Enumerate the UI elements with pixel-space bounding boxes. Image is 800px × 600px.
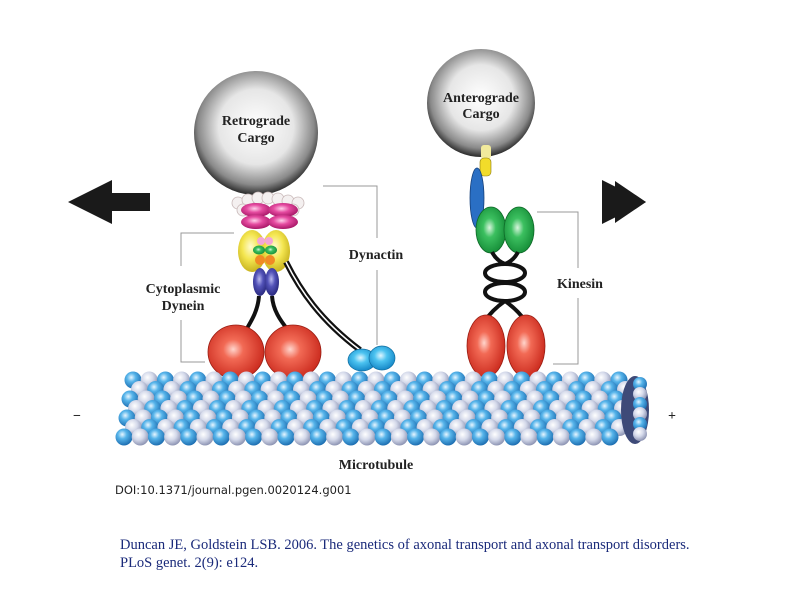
- tubulin-subunit: [633, 397, 647, 411]
- tubulin-subunit: [147, 428, 165, 446]
- tubulin-subunit: [374, 428, 392, 446]
- tubulin-subunit: [358, 428, 376, 446]
- tubulin-subunit: [212, 428, 230, 446]
- tubulin-subunit: [504, 428, 522, 446]
- tubulin-subunit: [633, 387, 647, 401]
- tubulin-subunit: [471, 428, 489, 446]
- kinesin-coiled-coil: [482, 251, 528, 324]
- microtubule: [115, 371, 649, 446]
- tubulin-subunit: [326, 428, 344, 446]
- right-arrow-icon: [602, 180, 646, 224]
- tubulin-subunit: [342, 428, 360, 446]
- tubulin-subunit: [520, 428, 538, 446]
- tubulin-subunit: [633, 407, 647, 421]
- tubulin-subunit: [309, 428, 327, 446]
- tubulin-subunit: [536, 428, 554, 446]
- doi-text: DOI:10.1371/journal.pgen.0020124.g001: [115, 483, 352, 497]
- tubulin-subunit: [196, 428, 214, 446]
- tubulin-subunit: [633, 417, 647, 431]
- tubulin-subunit: [552, 428, 570, 446]
- tubulin-subunit: [293, 428, 311, 446]
- dynactin-foot: [347, 345, 396, 372]
- kinesin-neck-domains: [475, 206, 535, 254]
- tubulin-subunit: [488, 428, 506, 446]
- tubulin-subunit: [633, 377, 647, 391]
- tubulin-subunit: [569, 428, 587, 446]
- minus-end-label: −: [73, 409, 81, 424]
- tubulin-subunit: [180, 428, 198, 446]
- tubulin-subunit: [164, 428, 182, 446]
- dynactin-label: Dynactin: [349, 248, 404, 263]
- dynactin-pink-subunits: [241, 203, 298, 229]
- tubulin-subunit: [601, 428, 619, 446]
- dynein-intermediate-chains: [238, 230, 290, 272]
- retrograde-cargo-label-1: Retrograde: [222, 114, 290, 129]
- anterograde-cargo-label-1: Anterograde: [443, 91, 519, 106]
- tubulin-subunit: [228, 428, 246, 446]
- tubulin-subunit: [245, 428, 263, 446]
- dynein-bracket: [180, 232, 234, 363]
- anterograde-cargo-label-2: Cargo: [462, 107, 499, 122]
- dynactin-arm: [283, 260, 362, 353]
- tubulin-subunit: [261, 428, 279, 446]
- tubulin-subunit: [633, 427, 647, 441]
- microtubule-label: Microtubule: [339, 458, 413, 473]
- tubulin-subunit: [390, 428, 408, 446]
- tubulin-subunit: [277, 428, 295, 446]
- tubulin-subunit: [115, 428, 133, 446]
- tubulin-subunit: [455, 428, 473, 446]
- kinesin-label: Kinesin: [557, 277, 603, 292]
- kinesin-motor-heads: [466, 314, 546, 378]
- citation: Duncan JE, Goldstein LSB. 2006. The gene…: [120, 536, 690, 572]
- anterograde-cargo: Anterograde Cargo: [427, 49, 535, 157]
- tubulin-subunit: [585, 428, 603, 446]
- tubulin-subunit: [439, 428, 457, 446]
- cytoplasmic-dynein-label-1: Cytoplasmic: [146, 282, 221, 297]
- retrograde-cargo: Retrograde Cargo: [194, 71, 318, 195]
- tubulin-subunit: [407, 428, 425, 446]
- dynein-linkers: [244, 295, 290, 332]
- plus-end-label: +: [668, 409, 676, 424]
- dynein-motor-heads: [207, 324, 322, 380]
- retrograde-cargo-label-2: Cargo: [237, 131, 274, 146]
- dynein-stalk: [253, 268, 279, 296]
- tubulin-subunit: [131, 428, 149, 446]
- dynactin-bracket: [323, 185, 378, 345]
- kinesin-bracket: [537, 211, 579, 365]
- tubulin-subunit: [423, 428, 441, 446]
- cytoplasmic-dynein-label-2: Dynein: [162, 299, 205, 314]
- citation-line-1: Duncan JE, Goldstein LSB. 2006. The gene…: [120, 537, 690, 553]
- citation-line-2: PLoS genet. 2(9): e124.: [120, 555, 259, 571]
- left-arrow-icon: [68, 180, 150, 224]
